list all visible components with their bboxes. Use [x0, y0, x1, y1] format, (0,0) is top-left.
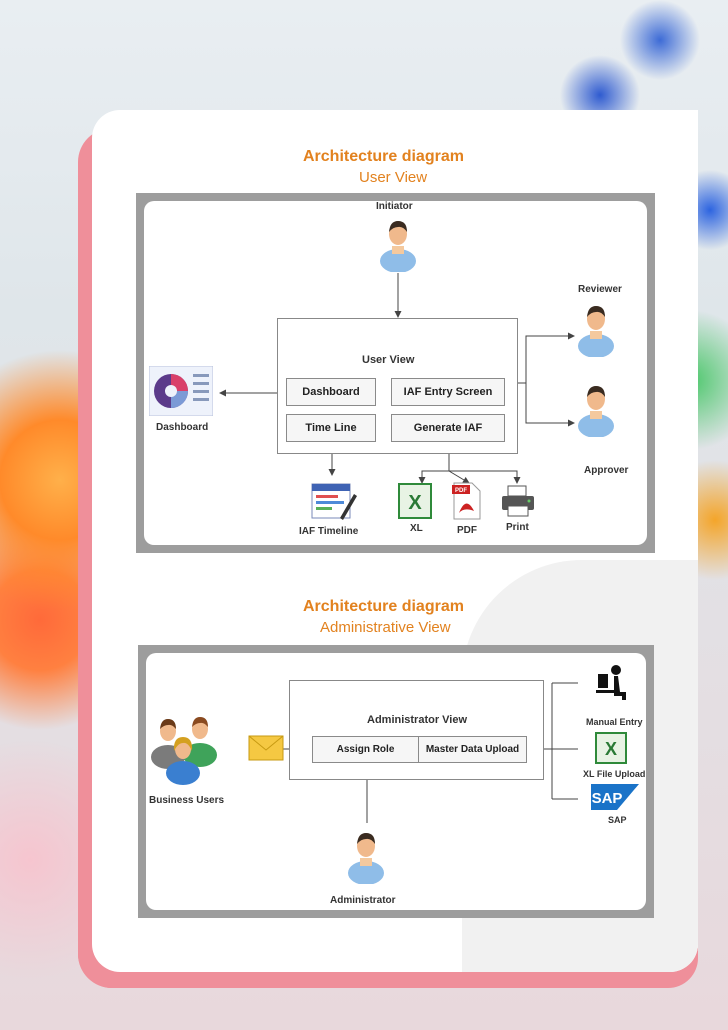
dashboard-button[interactable]: Dashboard [286, 378, 376, 406]
envelope-icon [248, 735, 284, 761]
dashboard-output-label: Dashboard [156, 422, 209, 433]
user-view-connectors [219, 273, 575, 484]
printer-icon [502, 485, 534, 517]
initiator-person-icon [380, 221, 416, 272]
user-view-diagram: Initiator Reviewer App [136, 193, 655, 553]
administrator-person-icon [348, 833, 384, 884]
business-users-label: Business Users [149, 795, 225, 806]
svg-text:X: X [605, 739, 617, 759]
svg-text:PDF: PDF [455, 488, 467, 494]
iaf-entry-screen-button[interactable]: IAF Entry Screen [391, 378, 505, 406]
administrator-view-box [289, 680, 544, 780]
svg-text:X: X [408, 492, 422, 514]
sap-logo-icon: SAP [591, 784, 639, 810]
approver-label: Approver [584, 465, 629, 476]
pdf-icon: PDF [452, 482, 481, 520]
timeline-icon [311, 483, 357, 520]
xl-file-upload-label: XL File Upload [583, 769, 646, 779]
time-line-button[interactable]: Time Line [286, 414, 376, 442]
section1-subtitle: User View [359, 169, 428, 186]
administrative-view-diagram-canvas: Administrator View Assign Role Master Da… [146, 653, 646, 910]
print-output-label: Print [506, 522, 529, 533]
administrator-view-box-title: Administrator View [367, 714, 468, 726]
pdf-output-label: PDF [457, 525, 477, 536]
timeline-output-label: IAF Timeline [299, 526, 359, 537]
manual-entry-person-icon [596, 665, 626, 700]
section1-title: Architecture diagram [303, 148, 464, 165]
reviewer-label: Reviewer [578, 284, 622, 295]
administrative-view-diagram: Administrator View Assign Role Master Da… [138, 645, 654, 918]
svg-text:SAP: SAP [592, 790, 623, 807]
manual-entry-label: Manual Entry [586, 717, 643, 727]
business-users-group-icon [151, 717, 217, 785]
content-card: Architecture diagram User View In [92, 110, 698, 972]
section2-subtitle: Administrative View [320, 619, 451, 636]
user-view-diagram-canvas: Initiator Reviewer App [144, 201, 647, 545]
section2-title: Architecture diagram [303, 598, 464, 615]
excel-upload-icon: X [595, 732, 627, 764]
user-view-box-title: User View [362, 354, 415, 366]
master-data-upload-button[interactable]: Master Data Upload [418, 736, 527, 763]
assign-role-button[interactable]: Assign Role [312, 736, 419, 763]
administrator-label: Administrator [330, 895, 396, 906]
xl-output-label: XL [410, 523, 423, 534]
reviewer-person-icon [578, 306, 614, 357]
approver-person-icon [578, 386, 614, 437]
generate-iaf-button[interactable]: Generate IAF [391, 414, 505, 442]
initiator-label: Initiator [376, 201, 413, 212]
sap-label: SAP [608, 815, 627, 825]
dashboard-chart-icon [149, 366, 213, 416]
excel-icon: X [398, 483, 432, 519]
